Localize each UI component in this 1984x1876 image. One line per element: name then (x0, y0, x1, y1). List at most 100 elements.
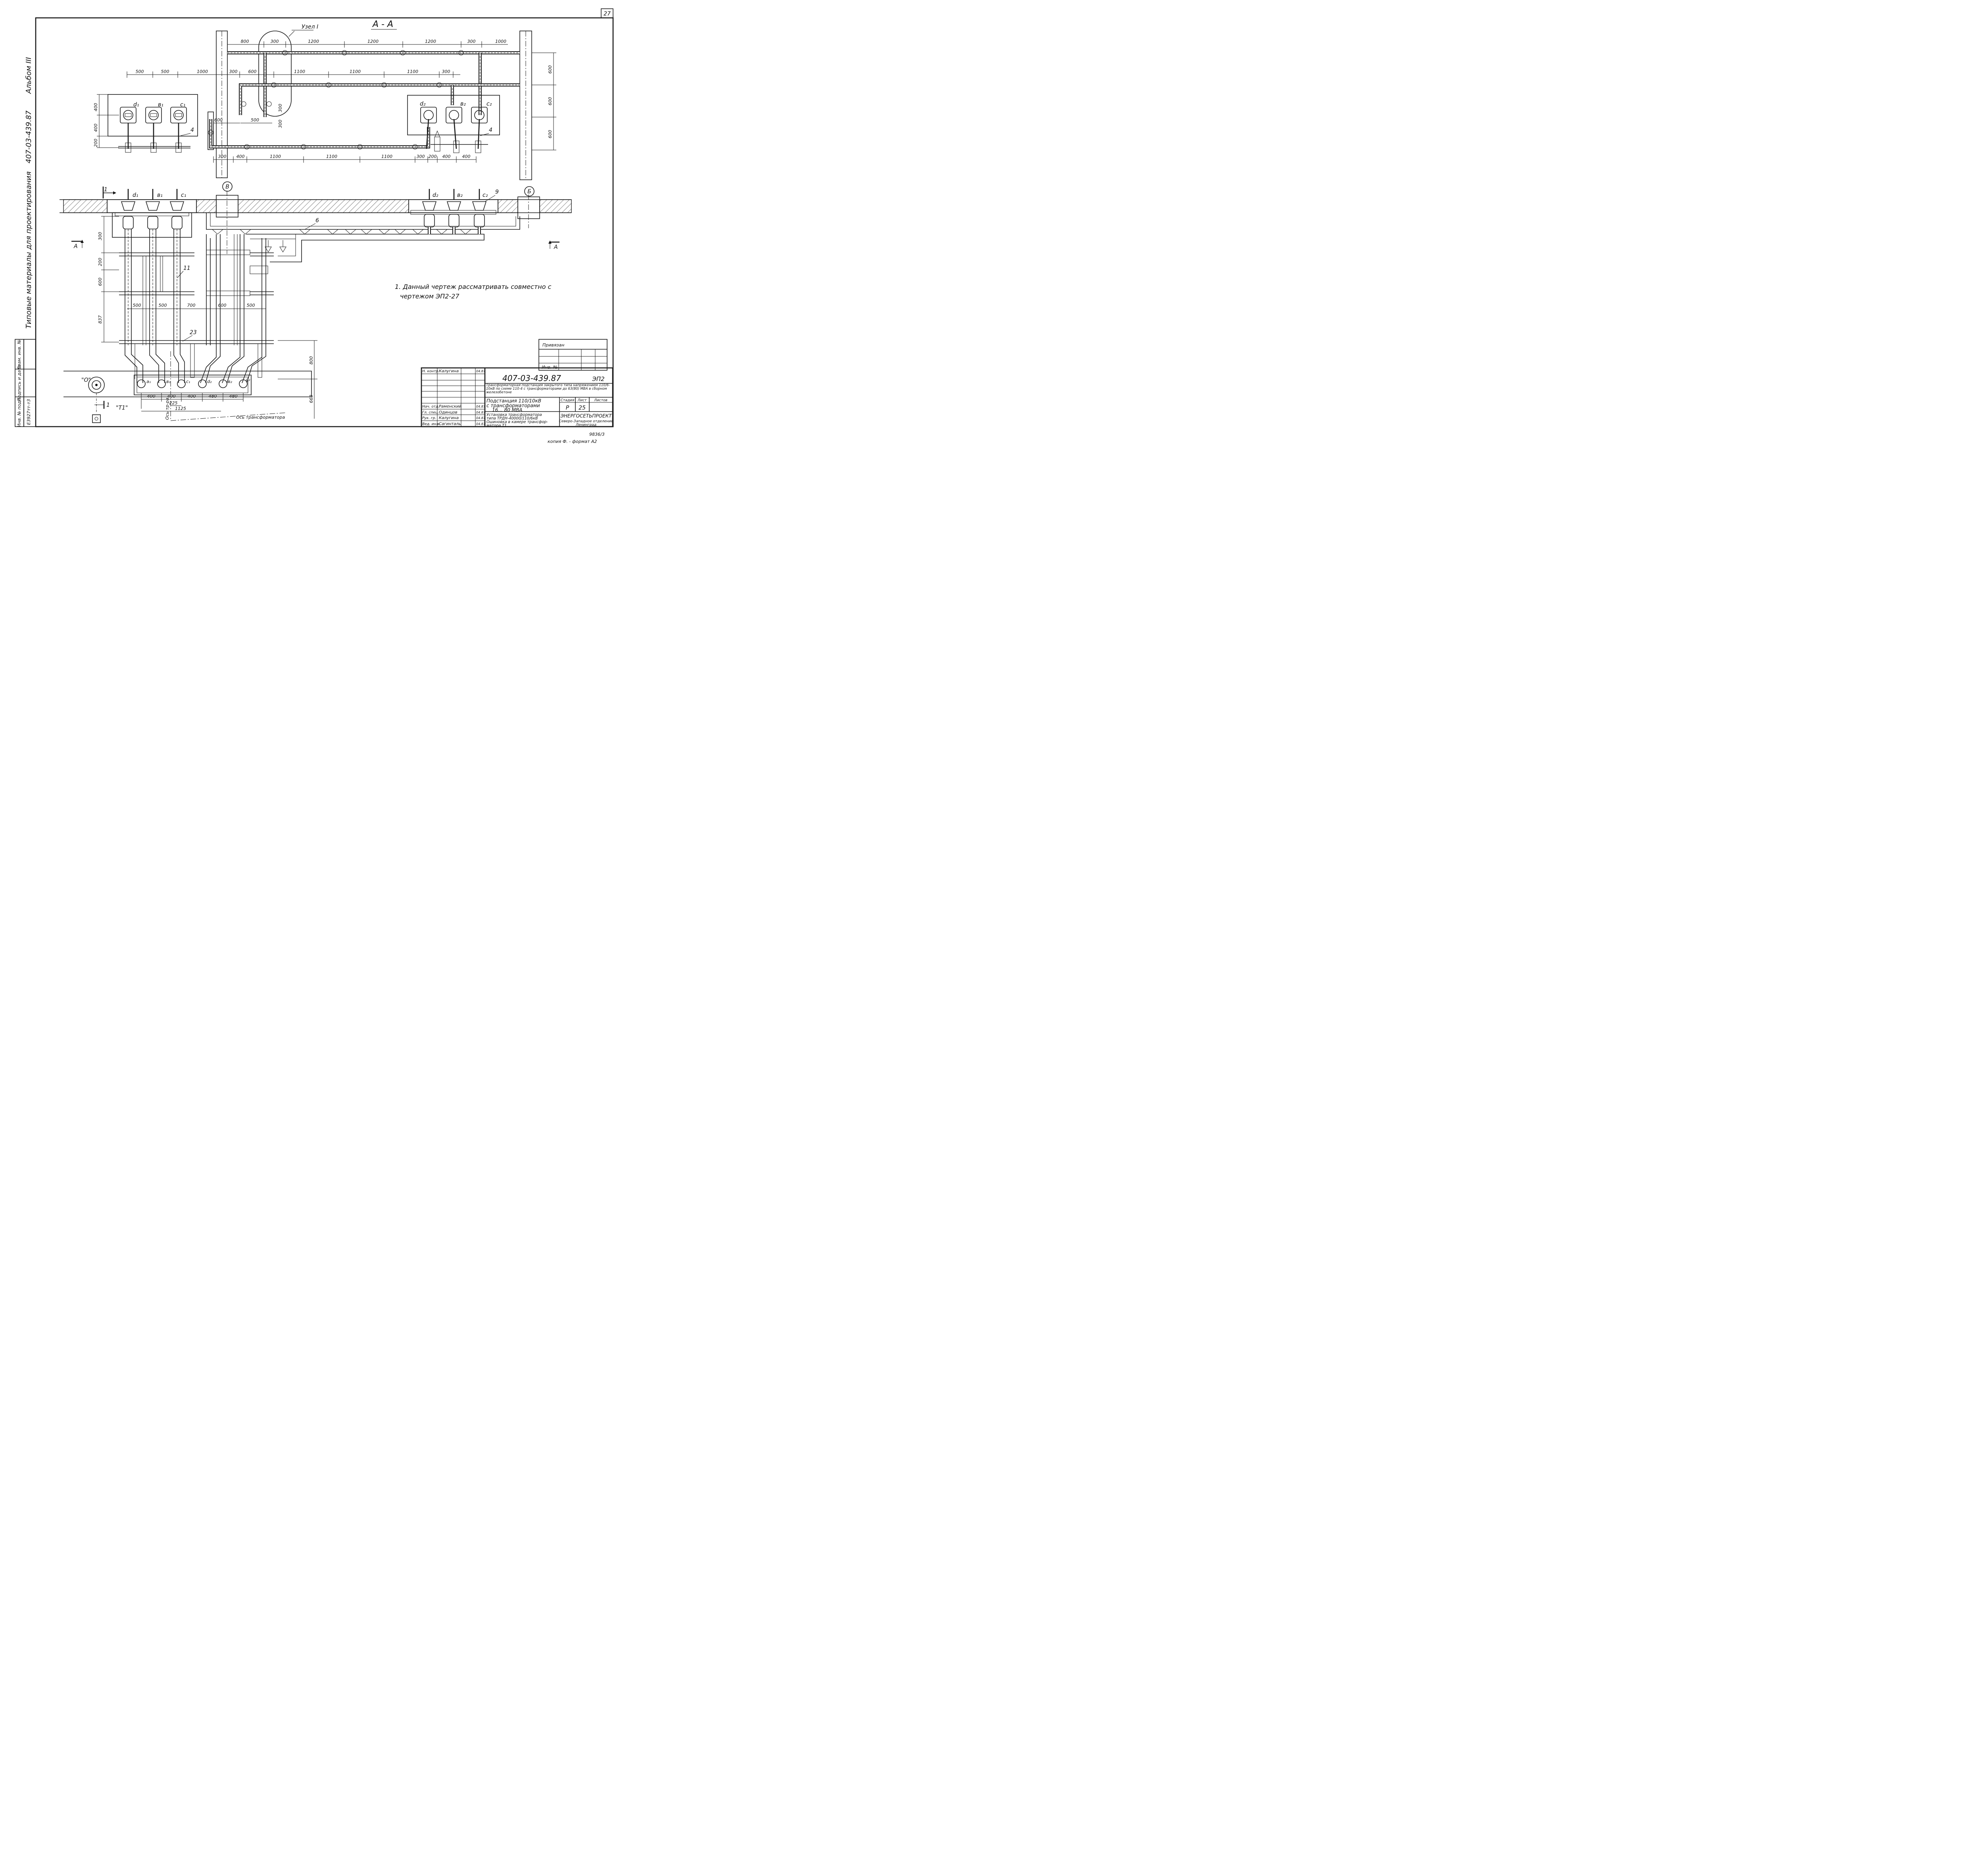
svg-text:837: 837 (98, 316, 103, 324)
point-o: "О" 1 "Т1" (81, 377, 128, 423)
svg-text:1100: 1100 (294, 69, 305, 74)
svg-text:25: 25 (579, 405, 586, 411)
svg-text:Н. контр.: Н. контр. (422, 369, 439, 373)
plan-right-bushings: d₂ в₂ c₂ 9 (408, 189, 499, 227)
svg-text:1: 1 (104, 187, 108, 193)
svg-text:d₂: d₂ (207, 379, 212, 384)
svg-text:a₁: a₁ (146, 379, 151, 384)
typical-materials-label: Типовые материалы для проектирования (25, 171, 33, 329)
svg-text:480: 480 (229, 394, 238, 399)
svg-text:c₁: c₁ (180, 102, 185, 108)
svg-text:в₂: в₂ (228, 379, 232, 384)
svg-text:Листов: Листов (594, 398, 608, 402)
svg-text:300: 300 (442, 69, 450, 74)
svg-text:Вед. инж.: Вед. инж. (422, 422, 440, 426)
svg-text:матора Т1: матора Т1 (486, 423, 507, 428)
svg-text:1200: 1200 (308, 39, 319, 44)
privyazan-block: Привязан Инв. № (538, 339, 608, 371)
svg-text:300: 300 (417, 154, 425, 159)
plan-wall (60, 190, 572, 254)
svg-text:Раменский: Раменский (439, 404, 461, 409)
page-number: 27 (604, 11, 611, 17)
svg-text:4: 4 (489, 127, 492, 133)
svg-text:Калугина: Калугина (439, 369, 459, 373)
svg-text:300: 300 (271, 39, 279, 44)
svg-text:600: 600 (548, 65, 553, 74)
side-stamp: Инв. № подл. Подпись и дата Взам. инв. №… (15, 339, 36, 427)
section-bottom-dims: 300 400 1100 1100 1100 300 200 400 400 (213, 154, 477, 163)
svg-text:400: 400 (442, 154, 451, 159)
axis-marker-b-label: Б (527, 189, 531, 195)
svg-text:225: 225 (169, 400, 178, 406)
svg-text:c₁: c₁ (181, 192, 186, 198)
svg-text:с трансформаторами: с трансформаторами (486, 403, 540, 408)
svg-text:в₁: в₁ (166, 379, 171, 384)
svg-text:d₁: d₁ (133, 192, 138, 198)
svg-text:Привязан: Привязан (542, 342, 564, 348)
svg-text:200: 200 (93, 139, 98, 147)
svg-text:600: 600 (98, 278, 103, 286)
svg-text:Северо-Западное отделение: Северо-Западное отделение (559, 419, 613, 423)
svg-text:663: 663 (309, 395, 314, 403)
svg-text:300: 300 (98, 232, 103, 241)
svg-text:1: 1 (106, 402, 110, 408)
svg-text:Калугина: Калугина (439, 416, 459, 420)
svg-text:Стадия: Стадия (561, 398, 575, 402)
side-vzam-label: Взам. инв. № (17, 340, 22, 369)
svg-text:300: 300 (229, 69, 238, 74)
svg-text:1000: 1000 (197, 69, 208, 74)
svg-text:1100: 1100 (270, 154, 281, 159)
svg-text:Ленинград: Ленинград (575, 423, 596, 427)
title-block: Н. контр. Калугина 04.87 Нач. отд. Рамен… (421, 367, 613, 428)
svg-text:Гл. спец.: Гл. спец. (422, 411, 439, 415)
svg-text:300: 300 (467, 39, 476, 44)
svg-text:04.87: 04.87 (476, 411, 486, 414)
svg-text:1100: 1100 (381, 154, 392, 159)
title-doc-code: 407-03-439.87 (502, 373, 561, 383)
axis-marker-v (222, 181, 233, 192)
title-description: Трансформаторная подстанция закрытого ти… (486, 384, 610, 394)
svg-text:1100: 1100 (350, 69, 361, 74)
svg-text:Рук. гр.: Рук. гр. (422, 416, 436, 420)
svg-text:Лист: Лист (577, 398, 587, 402)
uzel-label: Узел I (302, 24, 318, 30)
svg-text:d₂: d₂ (433, 192, 438, 198)
svg-text:400: 400 (93, 103, 98, 112)
left-bushing-group: d₁ в₁ c₁ 4 (108, 94, 198, 153)
svg-text:04.87: 04.87 (476, 416, 486, 420)
plan-left-frame (119, 252, 274, 345)
margin-code: 407-03-439.87 (25, 110, 33, 164)
page-number-box (601, 8, 613, 18)
inner-dims: 600 500 300 300 (213, 104, 283, 128)
note-line-1: 1. Данный чертеж рассматривать совместно… (395, 283, 552, 291)
svg-text:200: 200 (98, 258, 103, 266)
plan-right-bus-drops (428, 227, 481, 234)
uzel-outline (258, 31, 292, 117)
plan-vertical-dims: 300 200 600 837 (98, 216, 119, 342)
right-vertical-dims: 600 600 600 (532, 52, 556, 150)
svg-text:600: 600 (548, 97, 553, 106)
svg-text:500: 500 (247, 303, 255, 308)
svg-text:600: 600 (548, 130, 553, 139)
plan-middle-frame (206, 234, 274, 345)
svg-text:400: 400 (93, 124, 98, 132)
svg-text:500: 500 (161, 69, 169, 74)
svg-text:Одинцов: Одинцов (439, 410, 458, 415)
axis-transformer-label: Ось трансформатора (236, 415, 285, 420)
svg-text:c₂: c₂ (246, 377, 250, 382)
svg-text:500: 500 (159, 303, 167, 308)
transformer-terminals: a₁ в₁ c₁ d₂ в₂ c₂ (137, 377, 250, 388)
svg-text:400: 400 (167, 394, 176, 399)
callout-11: 11 (183, 265, 190, 271)
svg-text:в₂: в₂ (457, 192, 463, 198)
svg-text:600: 600 (248, 69, 257, 74)
svg-text:800: 800 (241, 39, 249, 44)
side-inv-value: E3927тт-т3 (26, 399, 31, 425)
svg-text:типа ТРДН-40000/110/6кВ: типа ТРДН-40000/110/6кВ (486, 416, 538, 421)
side-sign-label: Подпись и дата (17, 365, 22, 401)
svg-text:700: 700 (187, 303, 196, 308)
right-bushing-group: d₂ в₂ c₂ 4 (407, 95, 500, 153)
note-line-2: чертежом ЭП2-27 (400, 292, 459, 300)
svg-text:Установка трансформатора: Установка трансформатора (486, 413, 542, 417)
svg-text:9: 9 (495, 189, 499, 195)
